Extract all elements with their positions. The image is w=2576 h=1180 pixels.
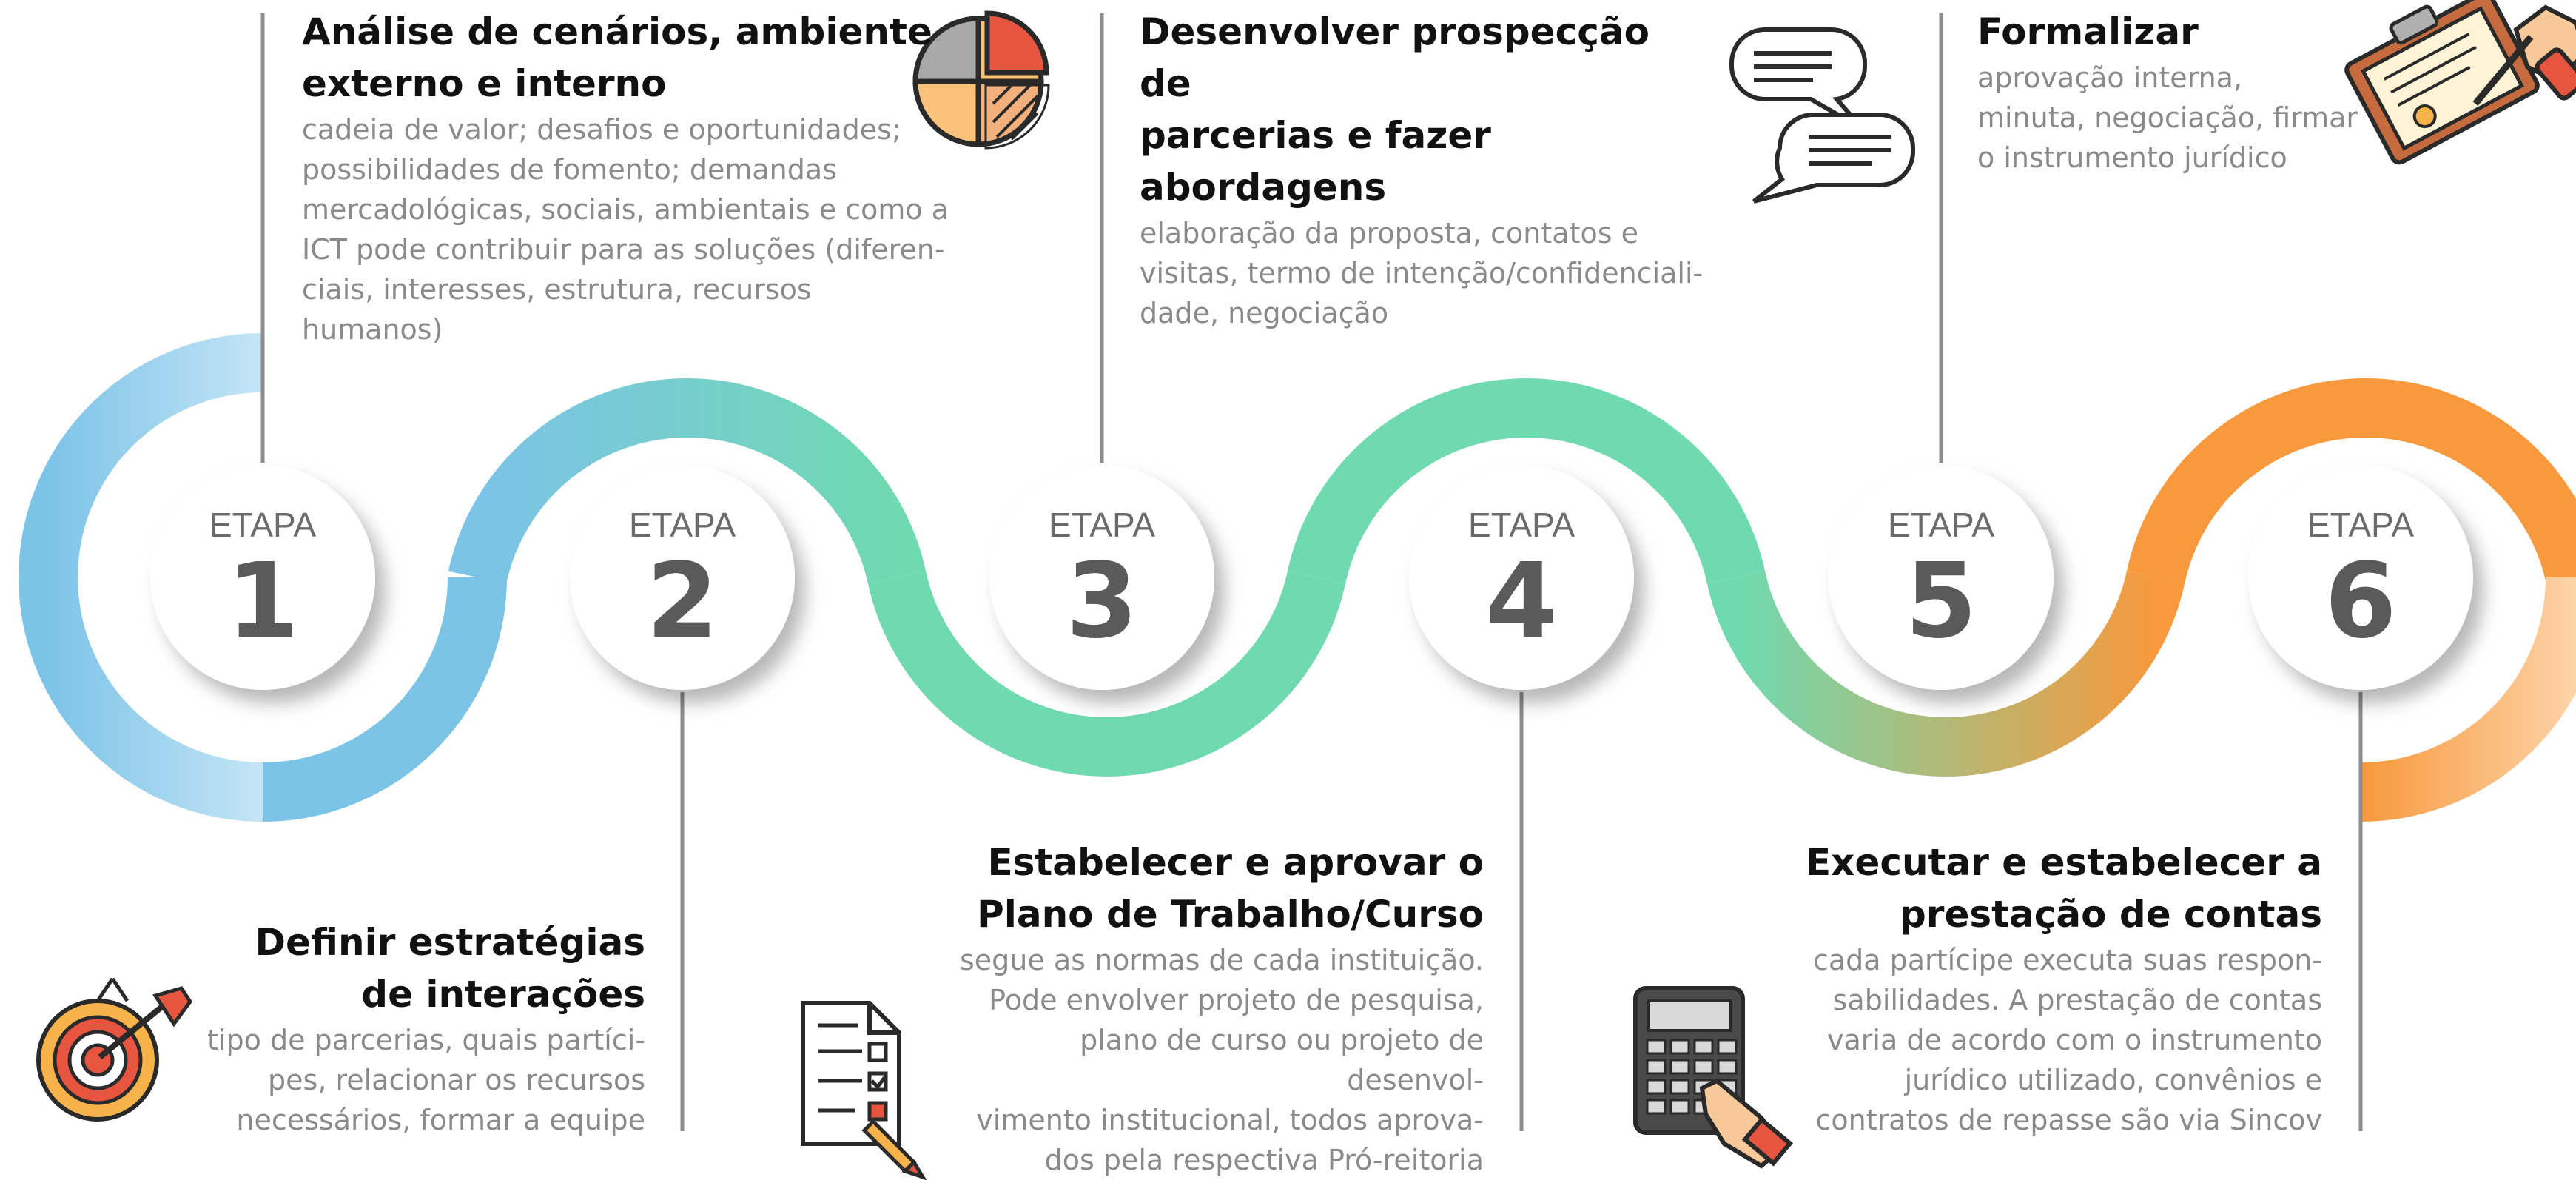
stage-number: 2 [646, 541, 718, 662]
step-3-description: elaboração da proposta, contatos e visit… [1140, 213, 1709, 333]
wave-segment-6b [2360, 577, 2576, 822]
step-6-description: cada partícipe executa suas respon- sabi… [1783, 940, 2322, 1140]
step-4-desc-line: segue as normas de cada instituição. [960, 944, 1484, 976]
pie-chart-icon [912, 10, 1050, 150]
step-6-title-line: prestação de contas [1900, 893, 2322, 936]
stage-label: ETAPA [1888, 506, 1994, 544]
step-5-title: Formalizar [1977, 6, 2392, 58]
step-1-title-line: Análise de cenários, ambiente [302, 10, 932, 53]
step-6-title-line: Executar e estabelecer a [1806, 841, 2322, 884]
stage-label: ETAPA [1049, 506, 1155, 544]
calculator-icon [1633, 986, 1794, 1169]
step-6-block: Executar e estabelecer a prestação de co… [1783, 837, 2322, 1140]
step-2-block: Definir estratégias de interações tipo d… [192, 916, 645, 1140]
stage-number: 4 [1485, 541, 1557, 662]
step-4-title: Estabelecer e aprovar o Plano de Trabalh… [940, 837, 1484, 940]
step-4-desc-line: Pode envolver projeto de pesquisa, [989, 984, 1484, 1016]
wave-segment-5 [1706, 571, 2185, 777]
step-5-block: Formalizar aprovação interna, minuta, ne… [1977, 6, 2392, 178]
step-3-desc-line: elaboração da proposta, contatos e [1140, 217, 1638, 249]
chat-bubbles-icon [1729, 27, 1915, 204]
stage-6: ETAPA 6 [2248, 465, 2473, 690]
step-6-desc-line: sabilidades. A prestação de contas [1832, 984, 2322, 1016]
stage-5: ETAPA 5 [1829, 465, 2054, 690]
step-3-block: Desenvolver prospecção de parcerias e fa… [1140, 6, 1709, 333]
stage-label: ETAPA [2307, 506, 2414, 544]
stage-4: ETAPA 4 [1409, 465, 1634, 690]
step-1-desc-line: mercadológicas, sociais, ambientais e co… [302, 193, 949, 226]
step-1-desc-line: cadeia de valor; desafios e oportunidade… [302, 113, 901, 146]
step-1-desc-line: ICT pode contribuir para as soluções (di… [302, 233, 945, 266]
checklist-document-icon [801, 1001, 927, 1180]
step-3-title-line: Desenvolver prospecção de [1140, 10, 1649, 105]
step-4-desc-line: plano de curso ou projeto de desenvol- [1080, 1024, 1484, 1096]
step-2-title-line: de interações [361, 973, 645, 1016]
stage-number: 3 [1066, 541, 1137, 662]
step-5-title-line: Formalizar [1977, 10, 2199, 53]
step-5-desc-line: minuta, negociação, firmar [1977, 101, 2358, 134]
step-3-title-line: parcerias e fazer abordagens [1140, 114, 1491, 209]
stage-3: ETAPA 3 [989, 465, 1214, 690]
stage-label: ETAPA [209, 506, 316, 544]
step-5-desc-line: o instrumento jurídico [1977, 141, 2287, 174]
stage-1: ETAPA 1 [150, 465, 375, 690]
step-2-desc-line: pes, relacionar os recursos [268, 1064, 645, 1096]
step-4-description: segue as normas de cada instituição. Pod… [940, 940, 1484, 1180]
step-3-desc-line: dade, negociação [1140, 297, 1389, 329]
step-1-title-line: externo e interno [302, 62, 667, 105]
step-4-title-line: Plano de Trabalho/Curso [977, 893, 1484, 936]
step-6-title: Executar e estabelecer a prestação de co… [1783, 837, 2322, 940]
step-2-title-line: Definir estratégias [255, 921, 646, 964]
step-1-desc-line: ciais, interesses, estrutura, recursos h… [302, 273, 812, 346]
target-arrow-icon [36, 977, 193, 1122]
wave-segment-6 [2126, 378, 2576, 584]
wave-segment-3 [867, 571, 1346, 777]
wave-segment-2 [448, 378, 927, 584]
wave-segment-1b [262, 577, 507, 822]
wave-segment-1 [19, 333, 263, 822]
signing-contract-icon [2344, 0, 2540, 165]
step-5-description: aprovação interna, minuta, negociação, f… [1977, 58, 2392, 178]
step-1-title: Análise de cenários, ambiente externo e … [302, 6, 953, 110]
stage-number: 6 [2324, 541, 2396, 662]
step-3-title: Desenvolver prospecção de parcerias e fa… [1140, 6, 1709, 213]
step-4-desc-line: vimento institucional, todos aprova- [976, 1104, 1484, 1136]
step-4-desc-line: dos pela respectiva Pró-reitoria [1044, 1144, 1484, 1176]
stage-number: 5 [1905, 541, 1977, 662]
step-6-desc-line: jurídico utilizado, convênios e [1904, 1064, 2322, 1096]
step-5-desc-line: aprovação interna, [1977, 61, 2243, 94]
step-3-desc-line: visitas, termo de intenção/confidenciali… [1140, 257, 1704, 289]
step-1-block: Análise de cenários, ambiente externo e … [302, 6, 953, 349]
stage-number: 1 [226, 541, 298, 662]
stage-label: ETAPA [1468, 506, 1575, 544]
step-4-title-line: Estabelecer e aprovar o [987, 841, 1484, 884]
step-4-block: Estabelecer e aprovar o Plano de Trabalh… [940, 837, 1484, 1180]
step-6-desc-line: contratos de repasse são via Sincov [1815, 1104, 2322, 1136]
step-6-desc-line: varia de acordo com o instrumento [1827, 1024, 2322, 1056]
step-6-desc-line: cada partícipe executa suas respon- [1812, 944, 2322, 976]
step-2-title: Definir estratégias de interações [192, 916, 646, 1020]
step-2-desc-line: necessários, formar a equipe [236, 1104, 645, 1136]
wave-segment-4 [1287, 378, 1766, 584]
stage-label: ETAPA [629, 506, 736, 544]
stage-2: ETAPA 2 [570, 465, 795, 690]
step-2-description: tipo de parcerias, quais partíci- pes, r… [192, 1020, 645, 1140]
step-2-desc-line: tipo de parcerias, quais partíci- [207, 1024, 645, 1056]
step-1-desc-line: possibilidades de fomento; demandas [302, 153, 837, 186]
step-1-description: cadeia de valor; desafios e oportunidade… [302, 110, 953, 349]
hand-pen-icon [2472, 4, 2576, 106]
